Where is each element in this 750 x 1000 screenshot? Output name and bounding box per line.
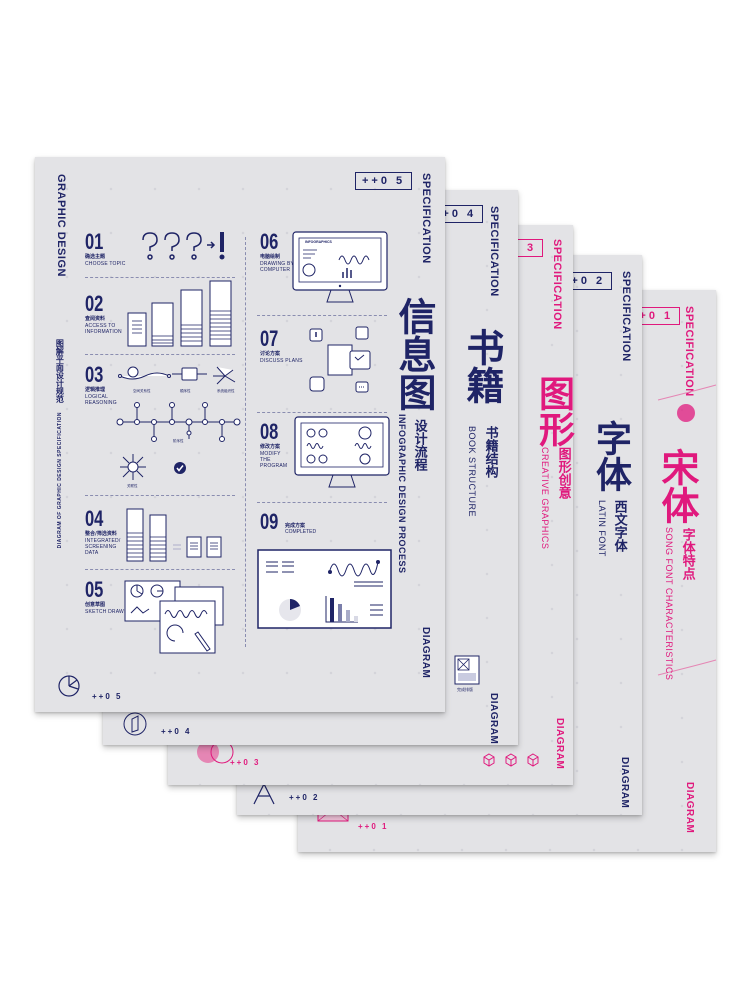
completed-infographic-icon [257, 549, 392, 629]
arc-decoration [657, 384, 717, 676]
logic-nodes-diagram [116, 366, 241, 480]
modify-monitor-icon [294, 416, 390, 488]
card-title: 宋体 [655, 448, 699, 524]
card-subtitle: 字体特点 [679, 528, 695, 580]
step-03: 03 逻辑推理 LOGICAL REASONING [85, 362, 117, 407]
card-subtitle: 西文字体 [611, 500, 627, 552]
card-title: 书籍 [460, 328, 504, 404]
card-05-infographic[interactable]: GRAPHIC DESIGN 图解平面设计规范 DIAGRAM OF GRAPH… [35, 157, 445, 712]
card-title: 信息图 [392, 297, 436, 411]
card-subtitle: 设计流程 [411, 419, 427, 471]
card-footer: ++0 3 [230, 758, 261, 767]
spec-label: SPECIFICATION [420, 173, 432, 264]
card-en-title: CREATIVE GRAPHICS [540, 447, 550, 550]
card-en-title: BOOK STRUCTURE [467, 426, 477, 518]
divider [257, 502, 387, 503]
logic-label-2: 顺序性 [180, 389, 191, 393]
step-04: 04 整合/筛选资料 INTEGRATED/ SCREENING DATA [85, 506, 121, 557]
card-title: 图形 [533, 375, 574, 447]
screen-label: INFOGRAPHICS [305, 240, 332, 244]
spec-label: SPECIFICATION [683, 306, 695, 397]
letter-a-icon [253, 782, 275, 805]
question-marks-icon [142, 232, 225, 260]
logic-label-3: 系统组织性 [217, 389, 235, 393]
card-title: 字体 [590, 420, 631, 492]
side-title: GRAPHIC DESIGN [55, 174, 67, 277]
sketch-drawing-icon [124, 580, 224, 654]
card-footer: ++0 4 [161, 727, 192, 736]
logic-label-5: 关联性 [127, 484, 138, 488]
divider [85, 569, 235, 570]
side-en-title: DIAGRAM OF GRAPHIC DESIGN SPECIFICATION [57, 412, 63, 549]
diagram-label: DIAGRAM [684, 782, 695, 834]
step-02: 02 查阅资料 ACCESS TO INFORMATION [85, 291, 122, 336]
logic-label-1: 空间关系性 [133, 389, 151, 393]
step-05: 05 创意草图 SKETCH DRAWING [85, 577, 134, 616]
card-footer: ++0 2 [289, 793, 320, 802]
divider [85, 277, 235, 278]
diagram-label: DIAGRAM [488, 693, 499, 745]
card-footer: ++0 1 [358, 822, 389, 831]
diagram-label: DIAGRAM [554, 718, 565, 770]
column-divider [245, 237, 246, 647]
step-01: 01 确选主题 CHOOSE TOPIC [85, 229, 126, 268]
page-layout-thumb-icon [454, 655, 480, 685]
card-en-title: SONG FONT CHARACTERISTICS [664, 527, 674, 681]
divider [85, 354, 235, 355]
spec-label: SPECIFICATION [551, 239, 563, 330]
spec-label: SPECIFICATION [488, 206, 500, 297]
step-08: 08 修改方案 MODIFY THE PROGRAM [260, 419, 288, 470]
card-footer: ++0 5 [92, 692, 123, 701]
cube-icons [483, 753, 539, 767]
card-badge: ++0 5 [355, 172, 413, 190]
step-06: 06 电脑绘制 DRAWING BY COMPUTER [260, 229, 294, 274]
step-09: 09 [260, 509, 279, 534]
card-en-title: LATIN FONT [597, 500, 607, 557]
screening-data-icon [126, 508, 222, 562]
step-09-cn: 完成方案 [285, 523, 306, 529]
step-07: 07 讨论方案 DISCUSS PLANS [260, 326, 303, 365]
computer-monitor-icon [292, 231, 388, 303]
logic-label-4: 阶序性 [173, 439, 184, 443]
side-cn-title: 图解平面设计规范 [55, 339, 65, 403]
discuss-plans-icon [309, 326, 371, 393]
divider [85, 495, 235, 496]
card-subtitle: 书籍结构 [482, 426, 498, 478]
divider [257, 315, 387, 316]
step-09-en: COMPLETED [285, 529, 317, 535]
data-stacks-icon [127, 280, 232, 347]
thumb-label: 完成排版 [457, 687, 473, 692]
divider [257, 412, 387, 413]
spec-label: SPECIFICATION [620, 271, 632, 362]
pie-chart-icon [58, 675, 80, 697]
diagram-label: DIAGRAM [619, 757, 630, 809]
book-circle-icon [123, 712, 147, 736]
card-subtitle: 图形创意 [555, 447, 571, 499]
diagram-label: DIAGRAM [420, 627, 431, 679]
card-en-title: INFOGRAPHIC DESIGN PROCESS [397, 414, 407, 574]
